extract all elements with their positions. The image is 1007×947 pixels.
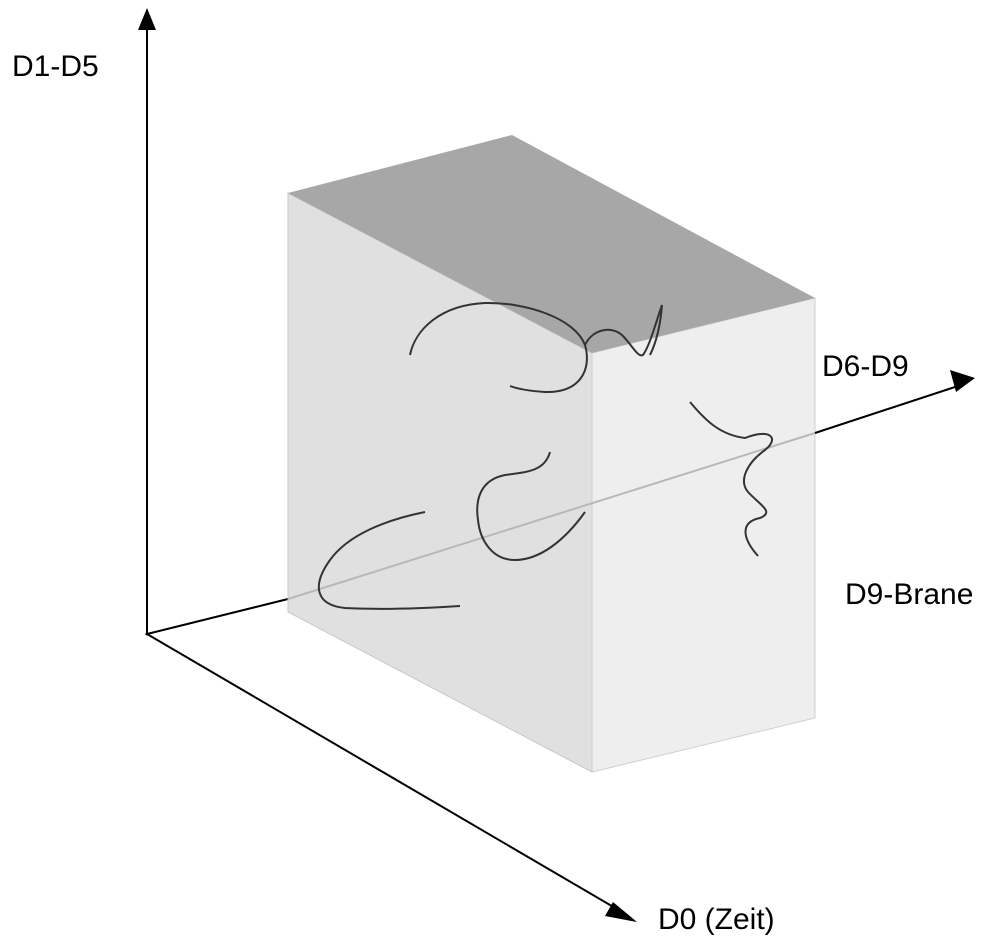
depth-axis-line-to-box	[146, 598, 289, 635]
depth-axis-line-outer	[814, 385, 959, 434]
string-top-right	[584, 304, 663, 357]
string-middle-loop	[476, 451, 586, 562]
string-top-left	[409, 301, 588, 394]
time-axis-line	[146, 633, 623, 913]
string-side-face	[689, 401, 773, 557]
brane-side-face	[591, 297, 816, 773]
vertical-axis-arrowhead	[138, 8, 156, 30]
time-axis-label: D0 (Zeit)	[658, 903, 775, 936]
depth-axis-arrowhead	[950, 370, 975, 392]
depth-axis-line-inside	[287, 432, 816, 600]
brane-top-face	[288, 135, 815, 353]
time-axis-arrowhead	[605, 902, 637, 922]
brane-label: D9-Brane	[845, 578, 974, 611]
depth-axis-label: D6-D9	[822, 350, 909, 383]
axis-origin	[145, 632, 149, 636]
vertical-axis-label: D1-D5	[12, 50, 99, 83]
string-bottom-left	[317, 511, 461, 610]
